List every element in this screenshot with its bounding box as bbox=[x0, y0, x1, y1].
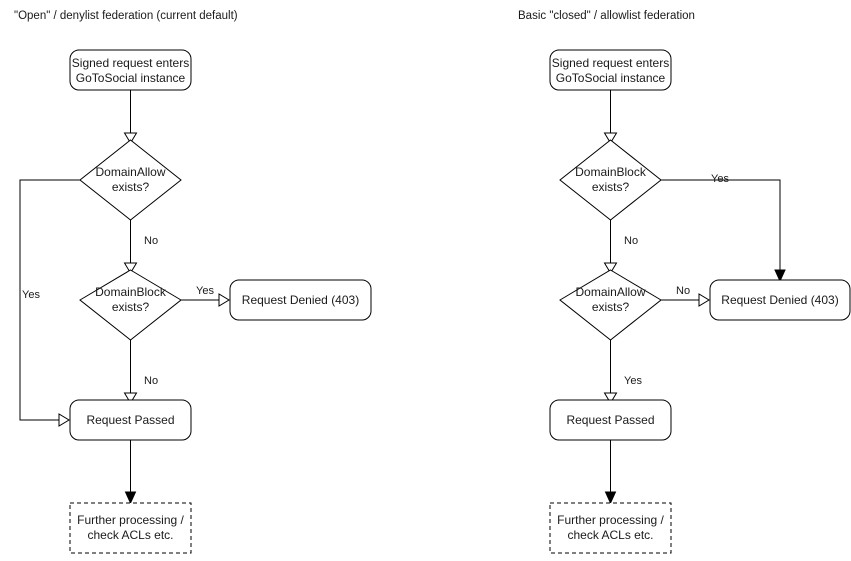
edge-label-domainallow-no: No bbox=[144, 235, 158, 247]
arrowhead-open-icon bbox=[58, 413, 70, 427]
edge-domainallow-no-to-denied-closed: No bbox=[661, 285, 710, 307]
edge-passed-to-further-open bbox=[124, 440, 137, 505]
entry-box-line2: GoToSocial instance bbox=[556, 71, 666, 85]
request-denied-box-shape bbox=[229, 279, 372, 321]
node-further-processing-closed: Further processing / check ACLs etc. bbox=[549, 502, 672, 554]
domainallow-label-line1: DomainAllow bbox=[575, 285, 645, 299]
node-entry-open: Signed request enters GoToSocial instanc… bbox=[69, 49, 192, 91]
edge-domainblock-yes-to-denied-closed: Yes bbox=[661, 173, 786, 283]
column-title-closed-allowlist: Basic "closed" / allowlist federation bbox=[518, 10, 695, 22]
domainblock-label-line1: DomainBlock bbox=[575, 165, 647, 179]
arrowhead-open-icon bbox=[603, 262, 618, 274]
node-decision-domainblock-open: DomainBlock exists? bbox=[79, 269, 182, 341]
edge-domainallow-no-to-domainblock: No bbox=[123, 220, 158, 274]
arrowhead-open-icon bbox=[123, 262, 138, 274]
arrowhead-filled-icon bbox=[124, 491, 137, 505]
edge-domainblock-no-to-passed: No bbox=[123, 340, 158, 404]
column-title-open-denylist: "Open" / denylist federation (current de… bbox=[14, 10, 238, 22]
further-processing-box-shape bbox=[549, 502, 672, 554]
edge-entry-to-domainblock bbox=[603, 90, 618, 144]
request-passed-label: Request Passed bbox=[86, 413, 174, 427]
further-processing-line2: check ACLs etc. bbox=[87, 528, 173, 542]
further-processing-line1: Further processing / bbox=[557, 513, 664, 527]
edge-label-domainblock-yes: Yes bbox=[196, 285, 214, 297]
node-request-denied-open: Request Denied (403) bbox=[229, 279, 372, 321]
column-open-denylist: "Open" / denylist federation (current de… bbox=[14, 10, 372, 554]
request-denied-box-shape bbox=[709, 279, 851, 321]
arrowhead-open-icon bbox=[603, 392, 618, 404]
request-passed-label: Request Passed bbox=[566, 413, 654, 427]
further-processing-line1: Further processing / bbox=[77, 513, 184, 527]
edge-label-domainallow-no: No bbox=[676, 285, 690, 297]
edge-domainblock-yes-to-denied: Yes bbox=[181, 285, 230, 307]
edge-domainallow-yes-to-passed-closed: Yes bbox=[603, 340, 642, 404]
node-further-processing-open: Further processing / check ACLs etc. bbox=[69, 502, 192, 554]
request-denied-label: Request Denied (403) bbox=[721, 293, 838, 307]
entry-box-line1: Signed request enters bbox=[72, 56, 189, 70]
edge-domainblock-no-to-domainallow: No bbox=[603, 220, 638, 274]
node-entry-closed: Signed request enters GoToSocial instanc… bbox=[549, 49, 672, 91]
arrowhead-filled-icon bbox=[774, 269, 786, 283]
edge-domainallow-yes-to-passed: Yes bbox=[19, 179, 80, 427]
edge-entry-to-domainallow bbox=[123, 90, 138, 144]
further-processing-box-shape bbox=[69, 502, 192, 554]
further-processing-line2: check ACLs etc. bbox=[567, 528, 653, 542]
domainallow-label-line2: exists? bbox=[112, 180, 150, 194]
arrowhead-open-icon bbox=[123, 392, 138, 404]
node-decision-domainblock-closed: DomainBlock exists? bbox=[559, 139, 662, 221]
node-request-passed-closed: Request Passed bbox=[549, 399, 672, 441]
node-request-passed-open: Request Passed bbox=[69, 399, 192, 441]
request-denied-label: Request Denied (403) bbox=[242, 293, 359, 307]
entry-box-line1: Signed request enters bbox=[552, 56, 669, 70]
arrowhead-open-icon bbox=[698, 293, 710, 307]
domainblock-label-line2: exists? bbox=[592, 180, 630, 194]
domainallow-label-line1: DomainAllow bbox=[95, 165, 165, 179]
edge-passed-to-further-closed bbox=[604, 440, 617, 505]
node-decision-domainallow-open: DomainAllow exists? bbox=[79, 139, 182, 221]
domainblock-label-line2: exists? bbox=[112, 300, 150, 314]
edge-label-domainallow-yes: Yes bbox=[624, 375, 642, 387]
column-closed-allowlist: Basic "closed" / allowlist federation Si… bbox=[518, 10, 851, 554]
arrowhead-open-icon bbox=[123, 132, 138, 144]
edge-label-domainallow-yes: Yes bbox=[22, 289, 40, 301]
domainblock-label-line1: DomainBlock bbox=[95, 285, 167, 299]
arrowhead-open-icon bbox=[603, 132, 618, 144]
node-decision-domainallow-closed: DomainAllow exists? bbox=[559, 269, 662, 341]
domainallow-label-line2: exists? bbox=[592, 300, 630, 314]
edge-label-domainblock-no: No bbox=[624, 235, 638, 247]
entry-box-line2: GoToSocial instance bbox=[76, 71, 186, 85]
edge-label-domainblock-no: No bbox=[144, 375, 158, 387]
node-request-denied-closed: Request Denied (403) bbox=[709, 279, 851, 321]
edge-label-domainblock-yes: Yes bbox=[711, 173, 729, 185]
arrowhead-open-icon bbox=[218, 293, 230, 307]
arrowhead-filled-icon bbox=[604, 491, 617, 505]
